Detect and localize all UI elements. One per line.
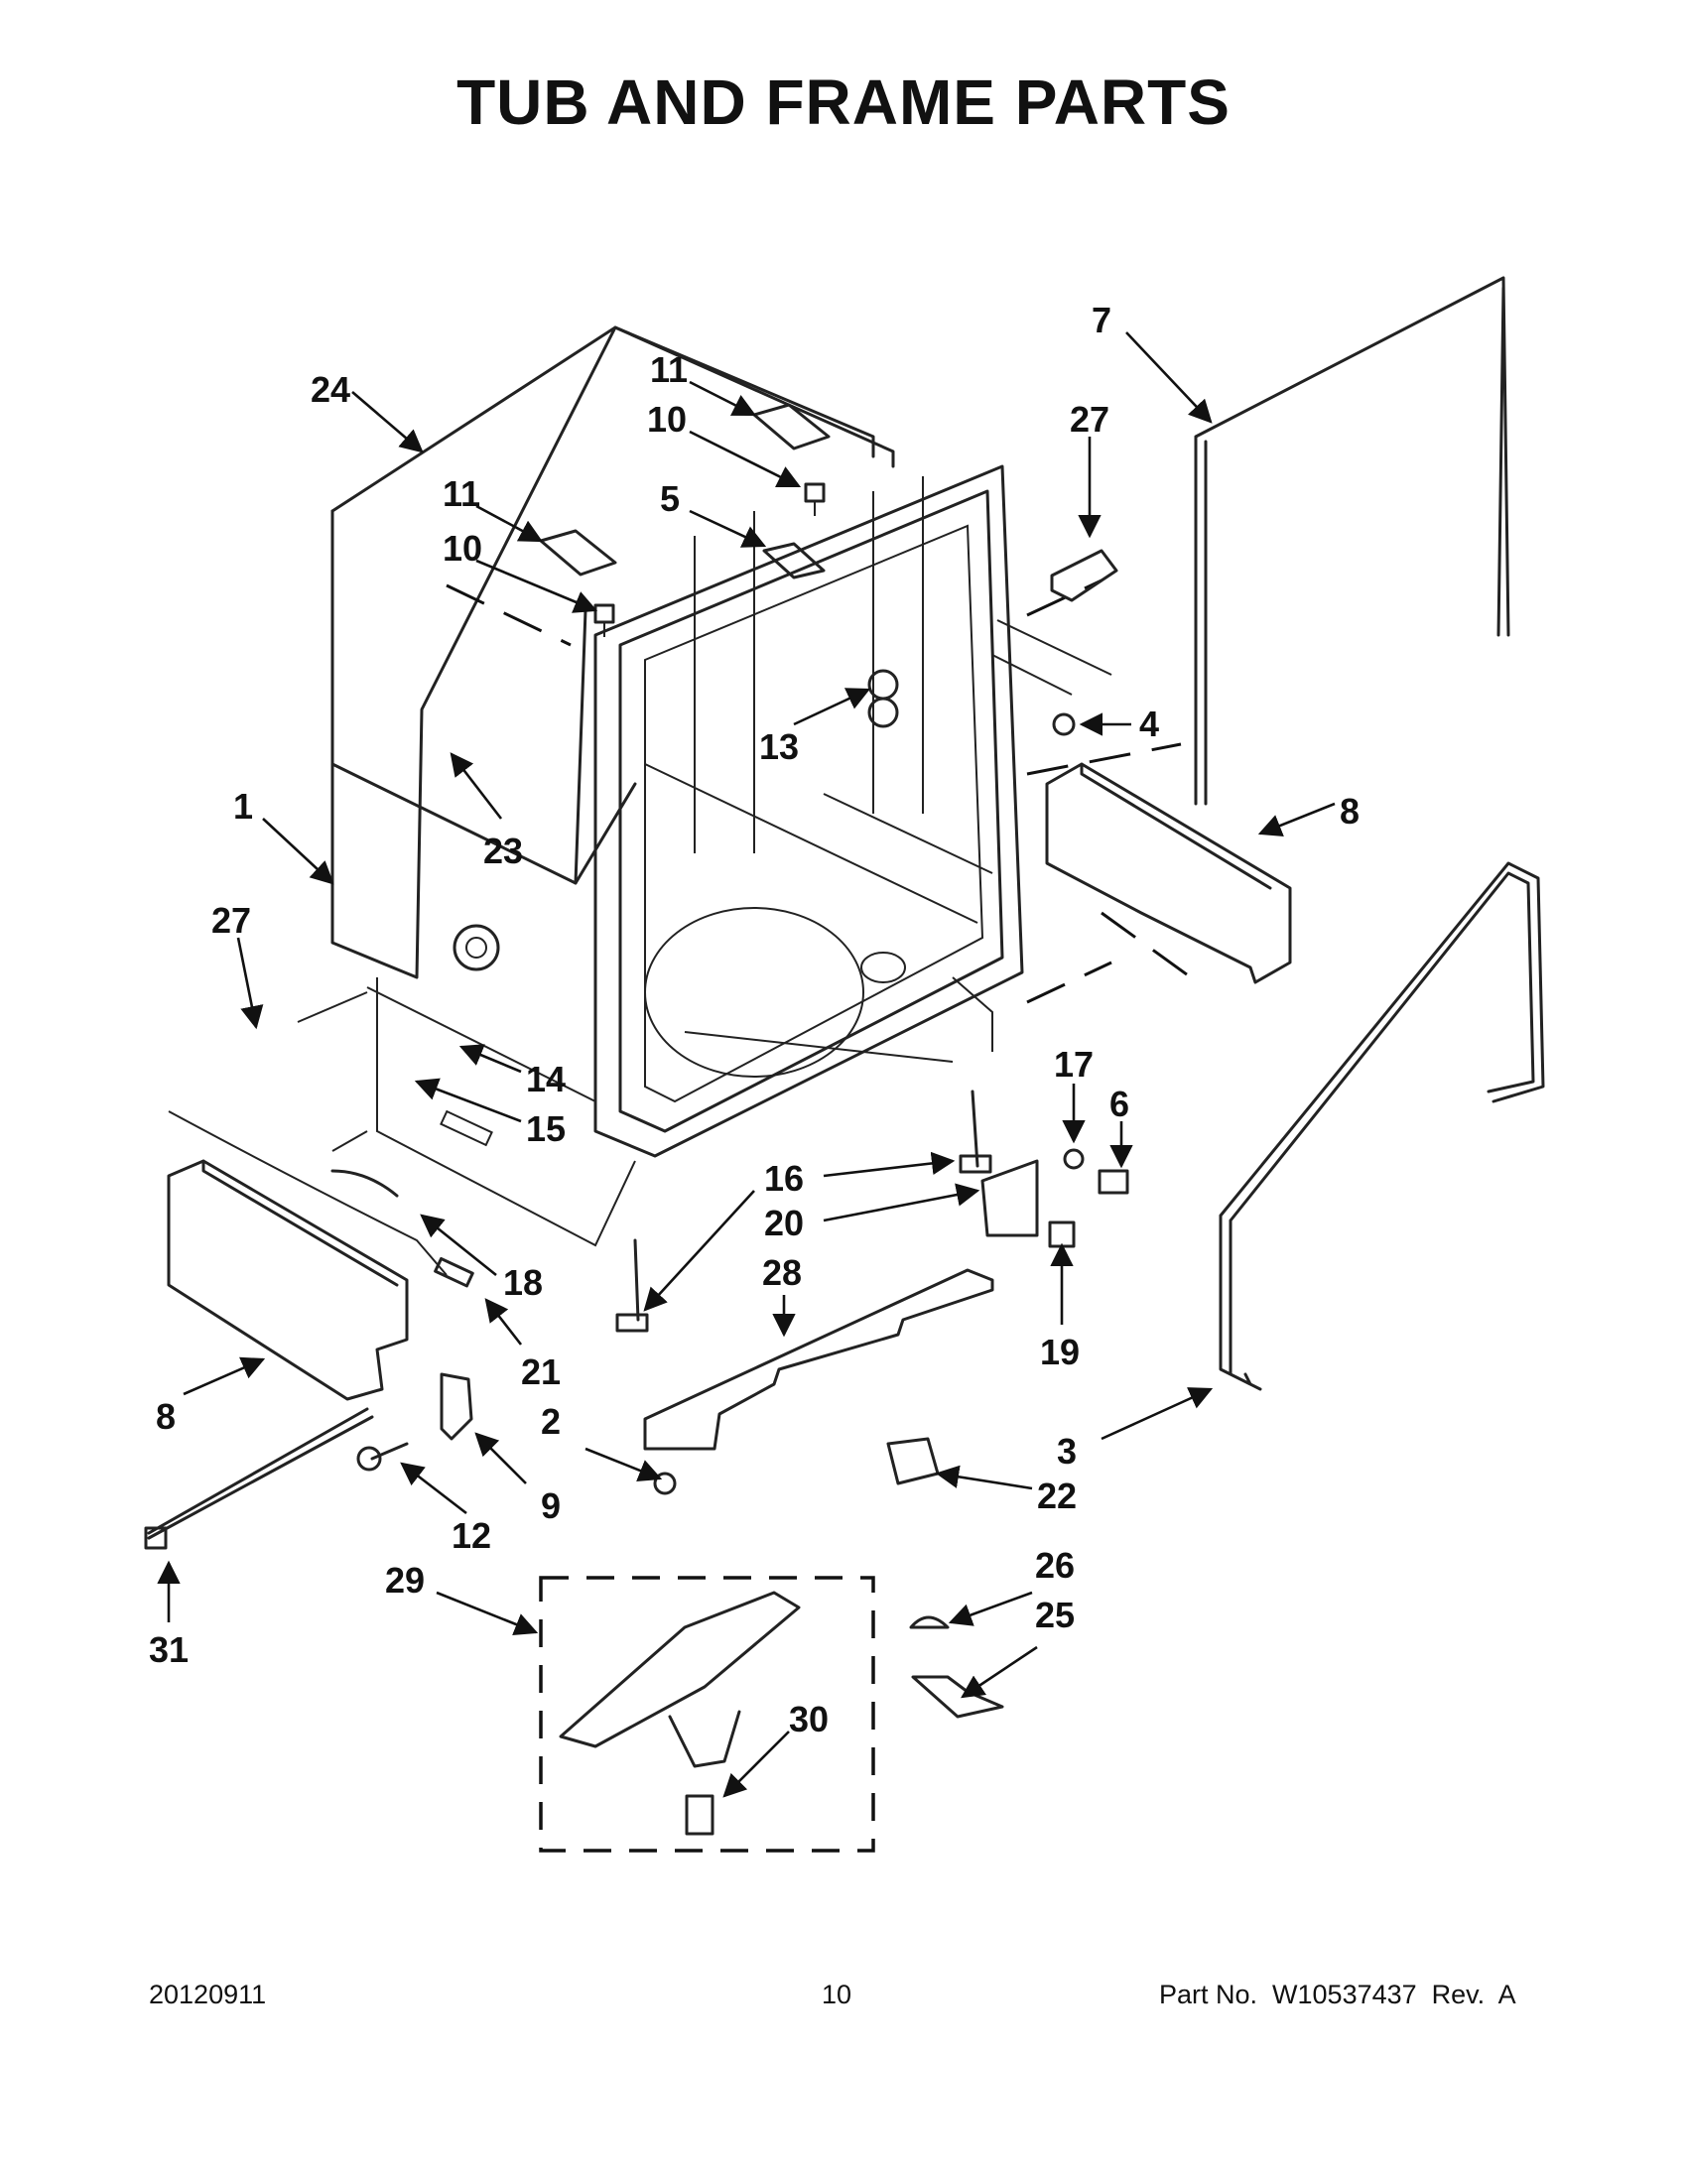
callout-12: 12: [452, 1515, 491, 1556]
callout-30: 30: [789, 1699, 829, 1739]
sensor-parts: [909, 1615, 1004, 1719]
callout-14: 14: [526, 1059, 566, 1099]
filter-assembly-box: [539, 1576, 875, 1853]
footer-page-number: 10: [822, 1980, 852, 2009]
callout-28: 28: [762, 1252, 802, 1293]
callout-3: 3: [1057, 1431, 1077, 1472]
callout-27-top: 27: [1070, 399, 1109, 440]
plug-part-4: [1052, 712, 1076, 736]
callout-11-right: 11: [650, 349, 688, 390]
callout-1: 1: [233, 786, 253, 827]
callout-4: 4: [1139, 704, 1159, 744]
lower-cover-plate: [643, 1268, 994, 1451]
callout-15: 15: [526, 1108, 566, 1149]
filter-assembly-parts: [559, 1591, 801, 1836]
callout-6: 6: [1109, 1084, 1129, 1124]
callout-23: 23: [483, 831, 523, 871]
page-title: TUB AND FRAME PARTS: [456, 66, 1231, 138]
bumper-part-27-top: [1050, 549, 1118, 602]
small-hardware-parts: [144, 1110, 940, 1550]
callout-5: 5: [660, 478, 680, 519]
footer-part-number: Part No. W10537437 Rev. A: [1159, 1980, 1516, 2009]
callout-7: 7: [1092, 300, 1111, 340]
callout-25: 25: [1035, 1595, 1075, 1635]
callout-17: 17: [1054, 1044, 1094, 1085]
callout-labels: 24 11 10 11 10 5 7 27 4 13 23 8 1 27 14 …: [149, 300, 1360, 1739]
callout-29: 29: [385, 1560, 425, 1601]
callout-9: 9: [541, 1485, 561, 1526]
vent-parts-13: [867, 669, 899, 728]
insulation-panel-left: [167, 1159, 409, 1401]
callout-19: 19: [1040, 1332, 1080, 1372]
callout-21: 21: [521, 1351, 561, 1392]
callout-18: 18: [503, 1262, 543, 1303]
footer-date: 20120911: [149, 1980, 267, 2009]
callout-22: 22: [1037, 1476, 1077, 1516]
callout-8-right: 8: [1340, 791, 1360, 832]
callout-2: 2: [541, 1401, 561, 1442]
callout-27-left: 27: [211, 900, 251, 941]
callout-11-left: 11: [443, 473, 480, 514]
callout-24: 24: [311, 369, 350, 410]
assembly-guide-lines: [297, 578, 1192, 1152]
callout-8-left: 8: [156, 1396, 176, 1437]
callout-10-left: 10: [443, 528, 482, 569]
callout-20: 20: [764, 1203, 804, 1243]
hinge-bracket-parts: [539, 403, 831, 637]
leveling-leg-parts: [615, 1090, 1129, 1333]
lower-door-seal: [1219, 861, 1545, 1391]
callout-16: 16: [764, 1158, 804, 1199]
callout-13: 13: [759, 726, 799, 767]
door-gasket: [1194, 276, 1510, 806]
callout-10-right: 10: [647, 399, 687, 440]
callout-31: 31: [149, 1629, 189, 1670]
callout-leaders: [157, 331, 1336, 1798]
callout-26: 26: [1035, 1545, 1075, 1586]
tub-assembly: [330, 325, 1024, 1247]
insulation-panel-right: [1045, 762, 1292, 984]
